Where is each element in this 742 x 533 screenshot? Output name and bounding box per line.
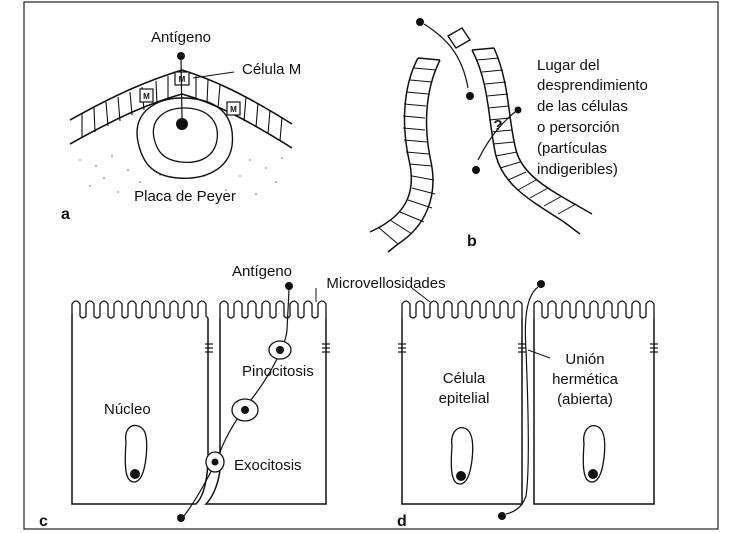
follicle-inner — [153, 108, 217, 162]
panel-letter-c: c — [39, 513, 48, 530]
panel-letter-a: a — [61, 206, 70, 223]
microvilli-left-cell-d — [402, 301, 522, 318]
panel-letter-b: b — [467, 233, 477, 250]
exocytosis-label: Exocitosis — [234, 457, 302, 474]
antigen-label-c: Antígeno — [232, 263, 292, 280]
epithelium-strip-left-cap — [418, 58, 440, 60]
particle-dot-3 — [515, 107, 522, 114]
peyer-label: Placa de Peyer — [134, 188, 236, 205]
exocytosis-vesicle-particle — [212, 459, 219, 466]
persorption-label: Lugar del desprendimiento de las células… — [537, 57, 648, 178]
microvilli-left-cell — [72, 301, 208, 318]
m-cell-mark-3: M — [230, 105, 237, 114]
antigen-path-a — [181, 60, 182, 118]
pinocytosis-vesicle-particle — [276, 346, 284, 354]
tight-junction-marks-c — [205, 344, 330, 352]
panel-b: ? Lugar del desprendimiento de las célul… — [370, 18, 648, 252]
antigen-label-a: Antígeno — [151, 29, 211, 46]
nucleus-label: Núcleo — [104, 401, 151, 418]
epithelium-strip-left-outer — [370, 58, 418, 232]
pinocytosis-label: Pinocitosis — [242, 363, 314, 380]
antigen-in-follicle — [176, 118, 188, 130]
particle-dot-2 — [466, 92, 474, 100]
m-cell-label: Célula M — [242, 61, 301, 78]
epithelial-cell-label-line-1: Célula — [443, 370, 486, 387]
tight-junction-marks-d — [398, 344, 658, 352]
antigen-dot-a — [177, 52, 185, 60]
panel-d: Célula epitelial Unión hermética (abiert… — [397, 280, 658, 530]
nucleolus-c — [130, 469, 140, 479]
panel-a: M M M Antígeno Célula M Placa de Peyer a — [61, 29, 301, 223]
nucleolus-d-right — [588, 469, 598, 479]
persorption-label-line-2: desprendimiento — [537, 77, 648, 94]
panel-c: Antígeno Microvellosidades Pinocitosis N… — [39, 263, 446, 530]
m-cell-mark-2: M — [179, 75, 186, 84]
epithelial-cell-c-right — [206, 318, 326, 504]
shed-cell — [448, 28, 470, 48]
microvilli-label: Microvellosidades — [326, 275, 445, 292]
persorption-label-line-3: de las células — [537, 98, 628, 115]
follicle-outer — [137, 98, 232, 178]
persorption-label-line-5: (partículas — [537, 140, 607, 157]
tight-junction-label-line-2: hermética — [552, 371, 619, 388]
m-cell-mark-1: M — [143, 92, 150, 101]
tight-junction-label-line-3: (abierta) — [557, 391, 613, 408]
persorption-label-line-4: o persorción — [537, 119, 620, 136]
epithelium-strip-right-cap — [472, 48, 494, 50]
particle-dot-1 — [416, 18, 424, 26]
antigen-dot-c — [285, 282, 293, 290]
panel-letter-d: d — [397, 513, 407, 530]
transport-vesicle-particle — [241, 406, 249, 414]
epithelial-cell-label-line-2: epitelial — [439, 390, 490, 407]
persorption-question-mark: ? — [493, 117, 502, 134]
microvilli-right-cell-d — [534, 301, 654, 318]
antigen-dot-d — [537, 280, 545, 288]
exited-antigen-dot-d — [498, 512, 506, 520]
particle-dot-4 — [472, 166, 480, 174]
persorption-label-line-6: indigeribles) — [537, 161, 618, 178]
tight-junction-label-line-1: Unión — [565, 351, 604, 368]
m-cell-pointer — [193, 72, 234, 78]
microvilli-right-cell — [220, 301, 326, 318]
tight-junction-pointer — [528, 350, 550, 358]
nucleolus-d-left — [456, 471, 466, 481]
exited-antigen-dot-c — [177, 514, 185, 522]
persorption-label-line-1: Lugar del — [537, 57, 600, 74]
